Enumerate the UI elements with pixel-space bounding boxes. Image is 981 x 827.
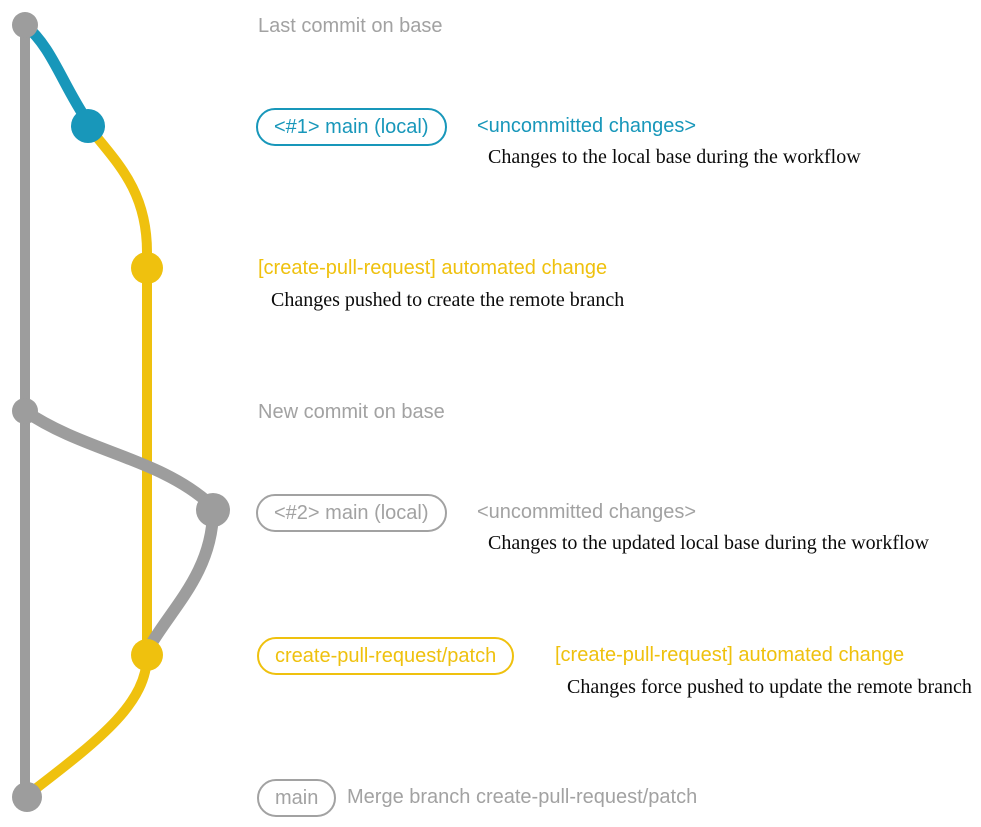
badge-main: main (257, 779, 337, 817)
commit-node-last-base (12, 12, 38, 38)
badge-main-local-2: <#2> main (local) (256, 494, 447, 532)
commit-node-local-main-2 (196, 493, 230, 527)
local-main-branch-line (19, 19, 94, 128)
title-uncommitted-changes-1: <uncommitted changes> (477, 115, 697, 137)
badge-create-pull-request-patch: create-pull-request/patch (257, 637, 515, 675)
commit-node-patch-1 (131, 252, 163, 284)
commit-node-local-main-1 (71, 109, 105, 143)
title-uncommitted-changes-2: <uncommitted changes> (477, 501, 697, 523)
desc-changes-pushed: Changes pushed to create the remote bran… (271, 289, 625, 311)
commit-node-patch-2 (131, 639, 163, 671)
commit-node-new-base (12, 398, 38, 424)
commit-graph (12, 12, 230, 812)
badge-main-local-1: <#1> main (local) (256, 108, 447, 146)
rebase-to-patch-line (144, 506, 219, 652)
label-new-commit-on-base: New commit on base (258, 401, 445, 423)
desc-local-base-changes: Changes to the local base during the wor… (488, 146, 861, 168)
label-last-commit-on-base: Last commit on base (258, 15, 443, 37)
title-automated-change-1: [create-pull-request] automated change (258, 257, 608, 279)
desc-updated-local-base-changes: Changes to the updated local base during… (488, 532, 929, 554)
title-automated-change-2: [create-pull-request] automated change (555, 644, 905, 666)
label-merge-branch: Merge branch create-pull-request/patch (347, 786, 698, 808)
updated-local-main-line (19, 405, 217, 511)
commit-node-merge (12, 782, 42, 812)
desc-changes-force-pushed: Changes force pushed to update the remot… (567, 676, 972, 698)
